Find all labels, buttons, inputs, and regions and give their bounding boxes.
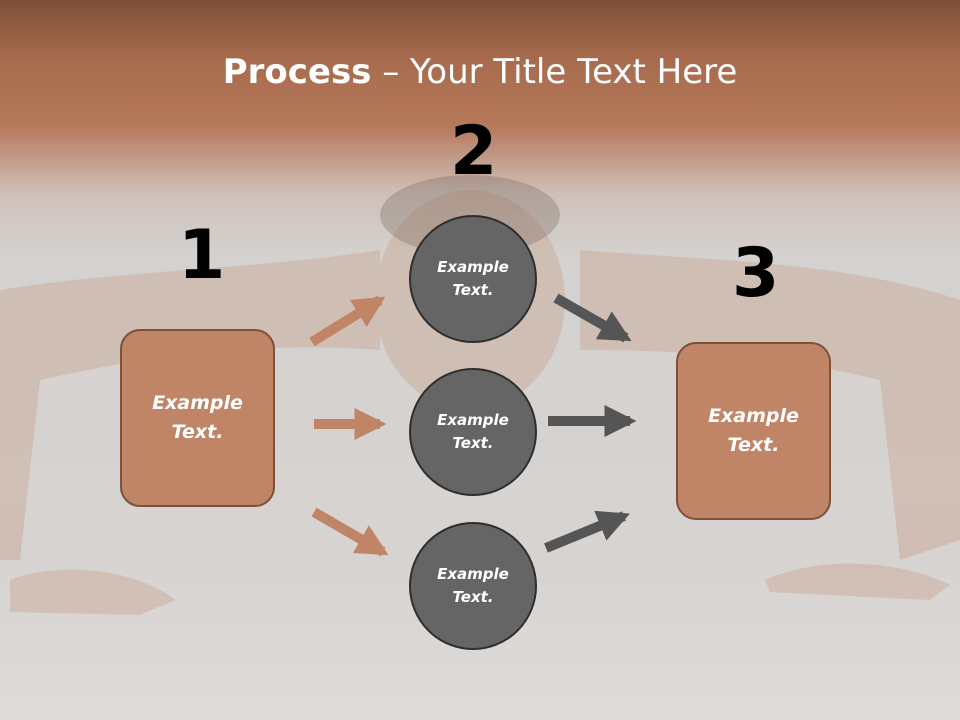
step-number-3: 3 — [732, 234, 780, 313]
arrow-bottom-to-3 — [544, 510, 630, 553]
arrow-1-to-bottom — [311, 507, 389, 557]
step-number-1: 1 — [178, 216, 226, 295]
arrow-top-to-3 — [553, 293, 632, 343]
step-2-circle-top: Example Text. — [409, 215, 537, 343]
step-1-box: Example Text. — [120, 329, 275, 507]
step-2-circle-middle: Example Text. — [409, 368, 537, 496]
slide-title: Process – Your Title Text Here — [0, 52, 960, 92]
arrow-1-to-top — [309, 295, 386, 347]
title-rest: – Your Title Text Here — [371, 52, 738, 92]
step-3-box: Example Text. — [676, 342, 831, 520]
step-number-2: 2 — [450, 112, 498, 191]
title-bold: Process — [222, 52, 372, 92]
step-2-circle-bottom: Example Text. — [409, 522, 537, 650]
